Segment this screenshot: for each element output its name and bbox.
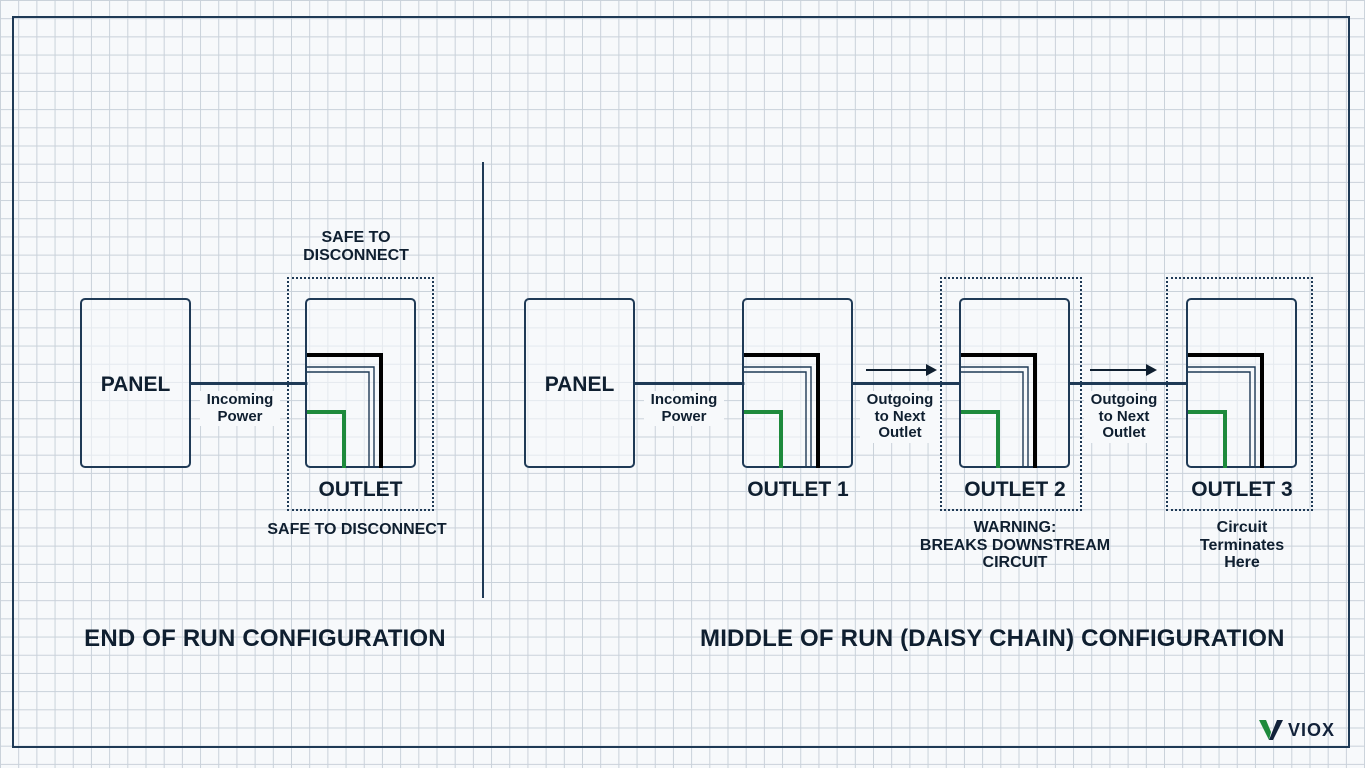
outlet-2-warning: WARNING: BREAKS DOWNSTREAM CIRCUIT	[919, 519, 1111, 572]
outlet-2-highlight-outline	[940, 277, 1082, 511]
outlet-label-left: OUTLET	[318, 478, 403, 501]
diagram-frame	[12, 16, 1350, 748]
safe-zone-outline-left	[287, 277, 434, 511]
safe-to-disconnect-top: SAFE TO DISCONNECT	[303, 229, 409, 264]
outgoing-wire-2	[1070, 382, 1188, 385]
outlet-wiring-left	[307, 353, 383, 468]
outgoing-label-2: Outgoing to Next Outlet	[1084, 391, 1164, 443]
outlet-3-wiring	[1188, 353, 1264, 468]
outlet-3-highlight-outline	[1166, 277, 1313, 511]
daisy-chain-title: MIDDLE OF RUN (DAISY CHAIN) CONFIGURATIO…	[700, 625, 1285, 652]
panel-label-left: PANEL	[100, 373, 171, 396]
panel-box-right	[524, 298, 635, 468]
outlet-2-box	[959, 298, 1070, 468]
outlet-1-box	[742, 298, 853, 468]
panel-label-right: PANEL	[544, 373, 615, 396]
outlet-2-label: OUTLET 2	[964, 478, 1066, 501]
outlet-1-label: OUTLET 1	[747, 478, 849, 501]
end-of-run-title: END OF RUN CONFIGURATION	[84, 625, 446, 652]
outlet-3-note: Circuit Terminates Here	[1199, 519, 1285, 572]
panel-box-left	[80, 298, 191, 468]
outgoing-wire-1	[853, 382, 961, 385]
arrow-right-icon	[866, 364, 937, 376]
outlet-3-label: OUTLET 3	[1191, 478, 1293, 501]
outlet-1-wiring	[744, 353, 820, 468]
incoming-power-label-right: Incoming Power	[644, 391, 724, 426]
incoming-wire-right	[635, 382, 745, 385]
outlet-3-box	[1186, 298, 1297, 468]
outlet-2-wiring	[961, 353, 1037, 468]
logo-text: VIOX	[1288, 719, 1336, 740]
outgoing-label-1: Outgoing to Next Outlet	[860, 391, 940, 443]
incoming-power-label-left: Incoming Power	[200, 391, 280, 426]
arrow-right-icon-2	[1090, 364, 1157, 376]
incoming-wire-left	[191, 382, 308, 385]
safe-to-disconnect-bottom: SAFE TO DISCONNECT	[267, 521, 447, 538]
viox-v-icon	[1259, 720, 1283, 740]
outlet-box-left	[305, 298, 416, 468]
viox-logo: VIOX	[1258, 718, 1335, 742]
section-divider	[482, 162, 484, 598]
